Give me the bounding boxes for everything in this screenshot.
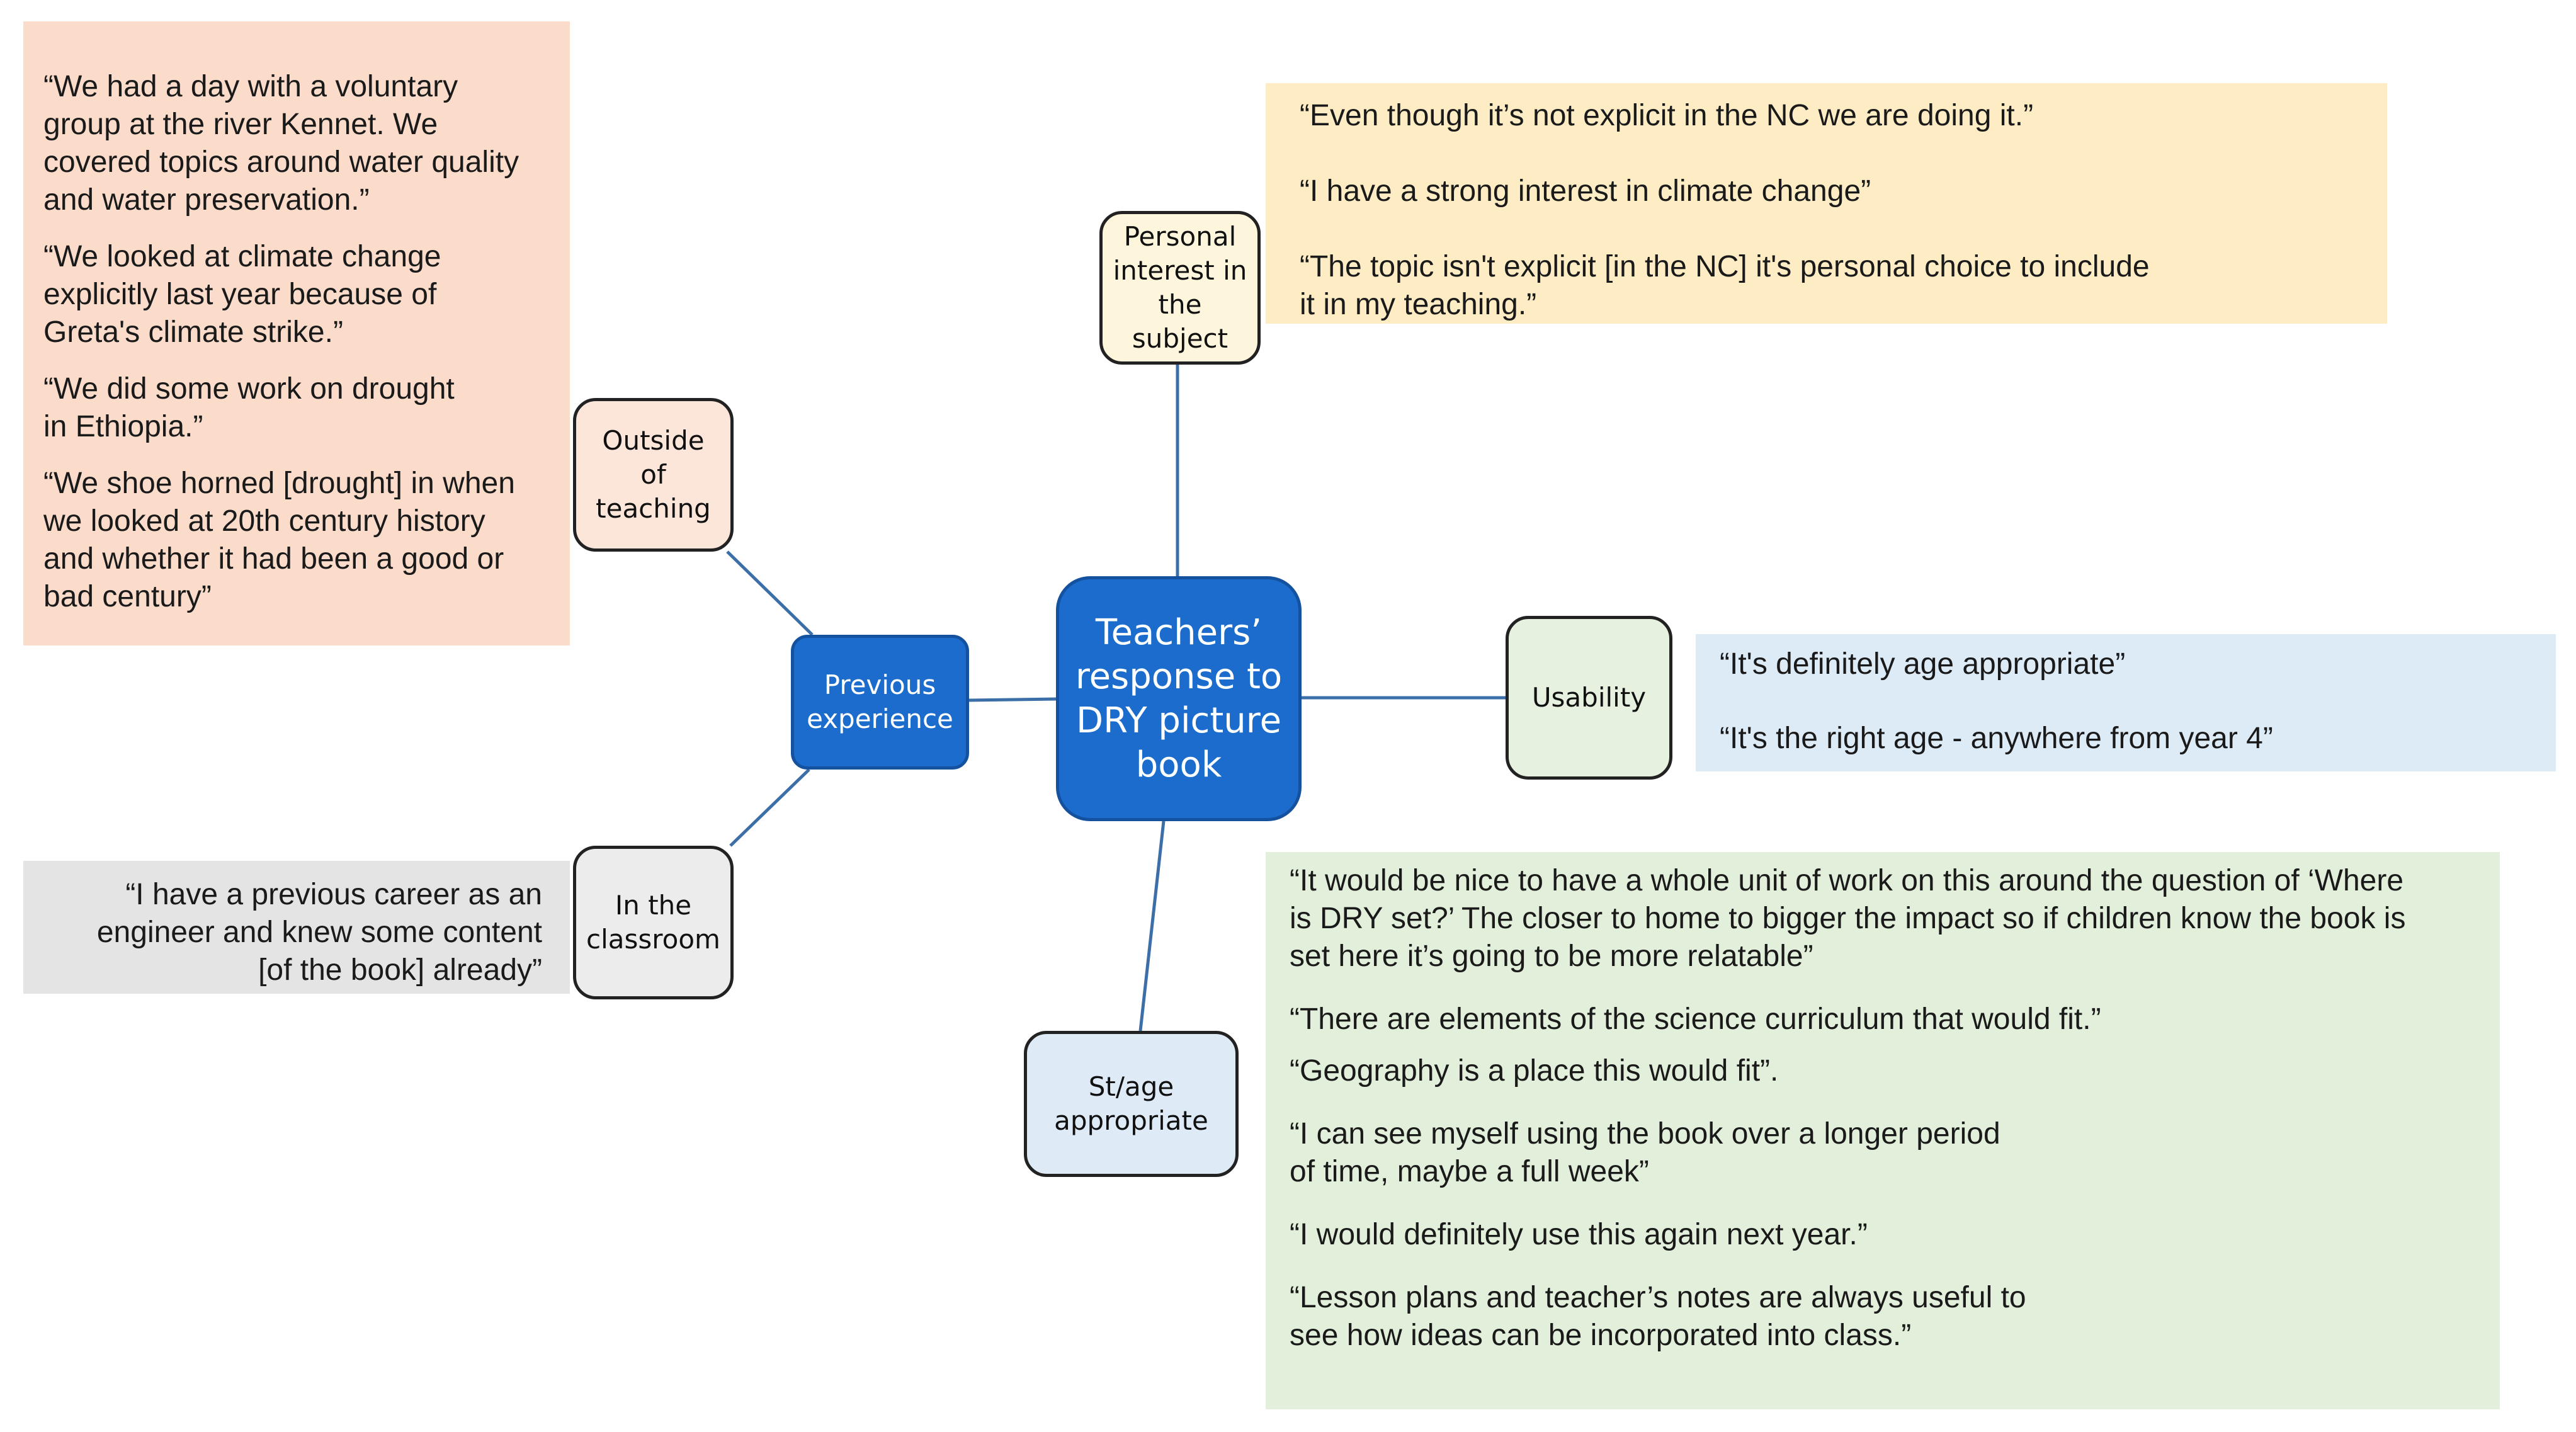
personal-interest-quotes-panel: “Even though it’s not explicit in the NC… xyxy=(1266,83,2387,324)
quote-text: “Lesson plans and teacher’s notes are al… xyxy=(1290,1281,2026,1352)
quote-text: “We shoe horned [drought] in when we loo… xyxy=(43,467,515,613)
central-topic-node: Teachers’ response to DRY picture book xyxy=(1056,576,1302,821)
quote-text: “I would definitely use this again next … xyxy=(1290,1218,1868,1251)
quote-text: “The topic isn't explicit [in the NC] it… xyxy=(1300,250,2150,321)
in-classroom-node: In the classroom xyxy=(573,846,734,999)
quote-text: “We did some work on drought in Ethiopia… xyxy=(43,372,455,443)
outside-teaching-node: Outside of teaching xyxy=(573,398,734,552)
quote-text: “We looked at climate change explicitly … xyxy=(43,240,441,349)
quote-text: “There are elements of the science curri… xyxy=(1290,1003,2101,1036)
stage-age-appropriate-node: St/age appropriate xyxy=(1024,1031,1239,1177)
quote-text: “We had a day with a voluntary group at … xyxy=(43,70,519,217)
classroom-quotes-panel: “I have a previous career as an engineer… xyxy=(23,861,570,994)
quote-text: “It's definitely age appropriate” xyxy=(1720,647,2126,681)
outside-teaching-quotes-panel: “We had a day with a voluntary group at … xyxy=(23,21,570,645)
personal-interest-node: Personal interest in the subject xyxy=(1099,211,1261,365)
connector-previous-classroom xyxy=(729,768,810,847)
quote-text: “I have a strong interest in climate cha… xyxy=(1300,174,1871,208)
quote-text: “Even though it’s not explicit in the NC… xyxy=(1300,99,2034,132)
quote-text: “It would be nice to have a whole unit o… xyxy=(1290,864,2406,973)
quote-text: “I can see myself using the book over a … xyxy=(1290,1117,2000,1188)
connector-central-stage xyxy=(1138,821,1166,1031)
usability-quotes-panel: “It's definitely age appropriate” “It's … xyxy=(1696,634,2556,771)
connector-previous-outside xyxy=(726,550,814,636)
usability-node: Usability xyxy=(1506,616,1672,780)
connector-central-previous xyxy=(968,697,1057,702)
previous-experience-node: Previous experience xyxy=(791,635,969,770)
stage-age-quotes-panel: “It would be nice to have a whole unit o… xyxy=(1266,852,2500,1409)
quote-text: “Geography is a place this would fit”. xyxy=(1290,1054,1779,1088)
quote-text: “I have a previous career as an engineer… xyxy=(96,878,542,987)
quote-text: “It's the right age - anywhere from year… xyxy=(1720,722,2273,755)
